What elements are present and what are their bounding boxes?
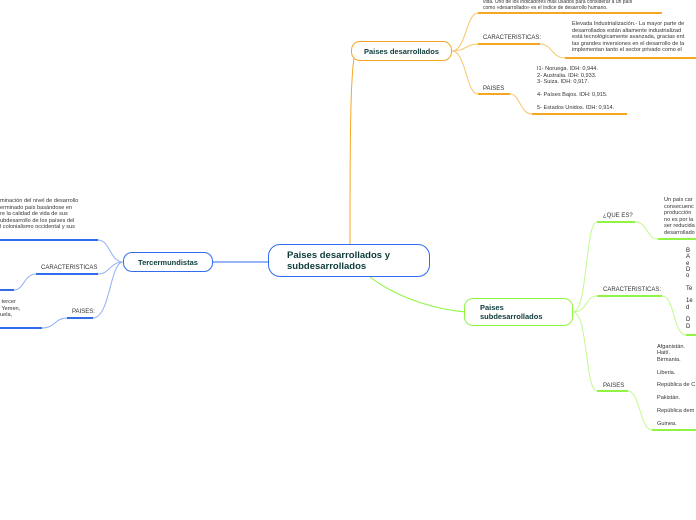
paises-desarrollados-node[interactable]: Paises desarrollados — [351, 41, 452, 61]
tercermundistas-definition[interactable]: minación del nivel de desarrollo erminad… — [0, 198, 79, 231]
desarrollados-paises-list[interactable]: I1- Noruega. IDH: 0,944. 2- Australia. I… — [537, 66, 615, 111]
desarrollados-paises-label[interactable]: PAISES — [483, 86, 505, 92]
sub-paises-label[interactable]: PAISES — [603, 383, 625, 389]
paises-desarrollados-title: Paises desarrollados — [363, 46, 440, 56]
desarrollados-caracteristicas-text[interactable]: Elevada Industrialización.- La mayor par… — [572, 21, 685, 54]
central-topic-title: Paises desarrollados y subdesarrollados — [287, 249, 390, 272]
tercermundistas-caracteristicas-label[interactable]: CARACTERISTICAS — [41, 265, 98, 271]
desarrollados-definition[interactable]: vida. Uno de los indicadores más usados … — [483, 0, 633, 11]
tercermundistas-paises-label[interactable]: PAISES: — [72, 309, 95, 315]
paises-subdesarrollados-node[interactable]: Paises subdesarrollados — [464, 298, 573, 326]
tercermundistas-title: Tercermundistas — [138, 257, 198, 267]
central-topic-node[interactable]: Paises desarrollados y subdesarrollados — [268, 244, 430, 277]
sub-que-es-label[interactable]: ¿QUE ES? — [603, 213, 633, 219]
sub-caracteristicas-label[interactable]: CARACTERISTICAS: — [603, 287, 662, 293]
paises-subdesarrollados-title: Paises subdesarrollados — [480, 303, 543, 321]
tercermundistas-paises-text[interactable]: tercer Yemen, uela, — [0, 299, 21, 319]
sub-paises-list[interactable]: Afganistán. Haití. Birmania. Liberia. Re… — [657, 344, 696, 427]
sub-caracteristicas-text[interactable]: B A e D o Te 1e d D D — [686, 248, 693, 330]
sub-que-es-text[interactable]: Un país car consecuenc producción no es … — [664, 197, 695, 236]
desarrollados-caracteristicas-label[interactable]: CARACTERISTICAS: — [483, 35, 542, 41]
tercermundistas-node[interactable]: Tercermundistas — [123, 252, 213, 272]
